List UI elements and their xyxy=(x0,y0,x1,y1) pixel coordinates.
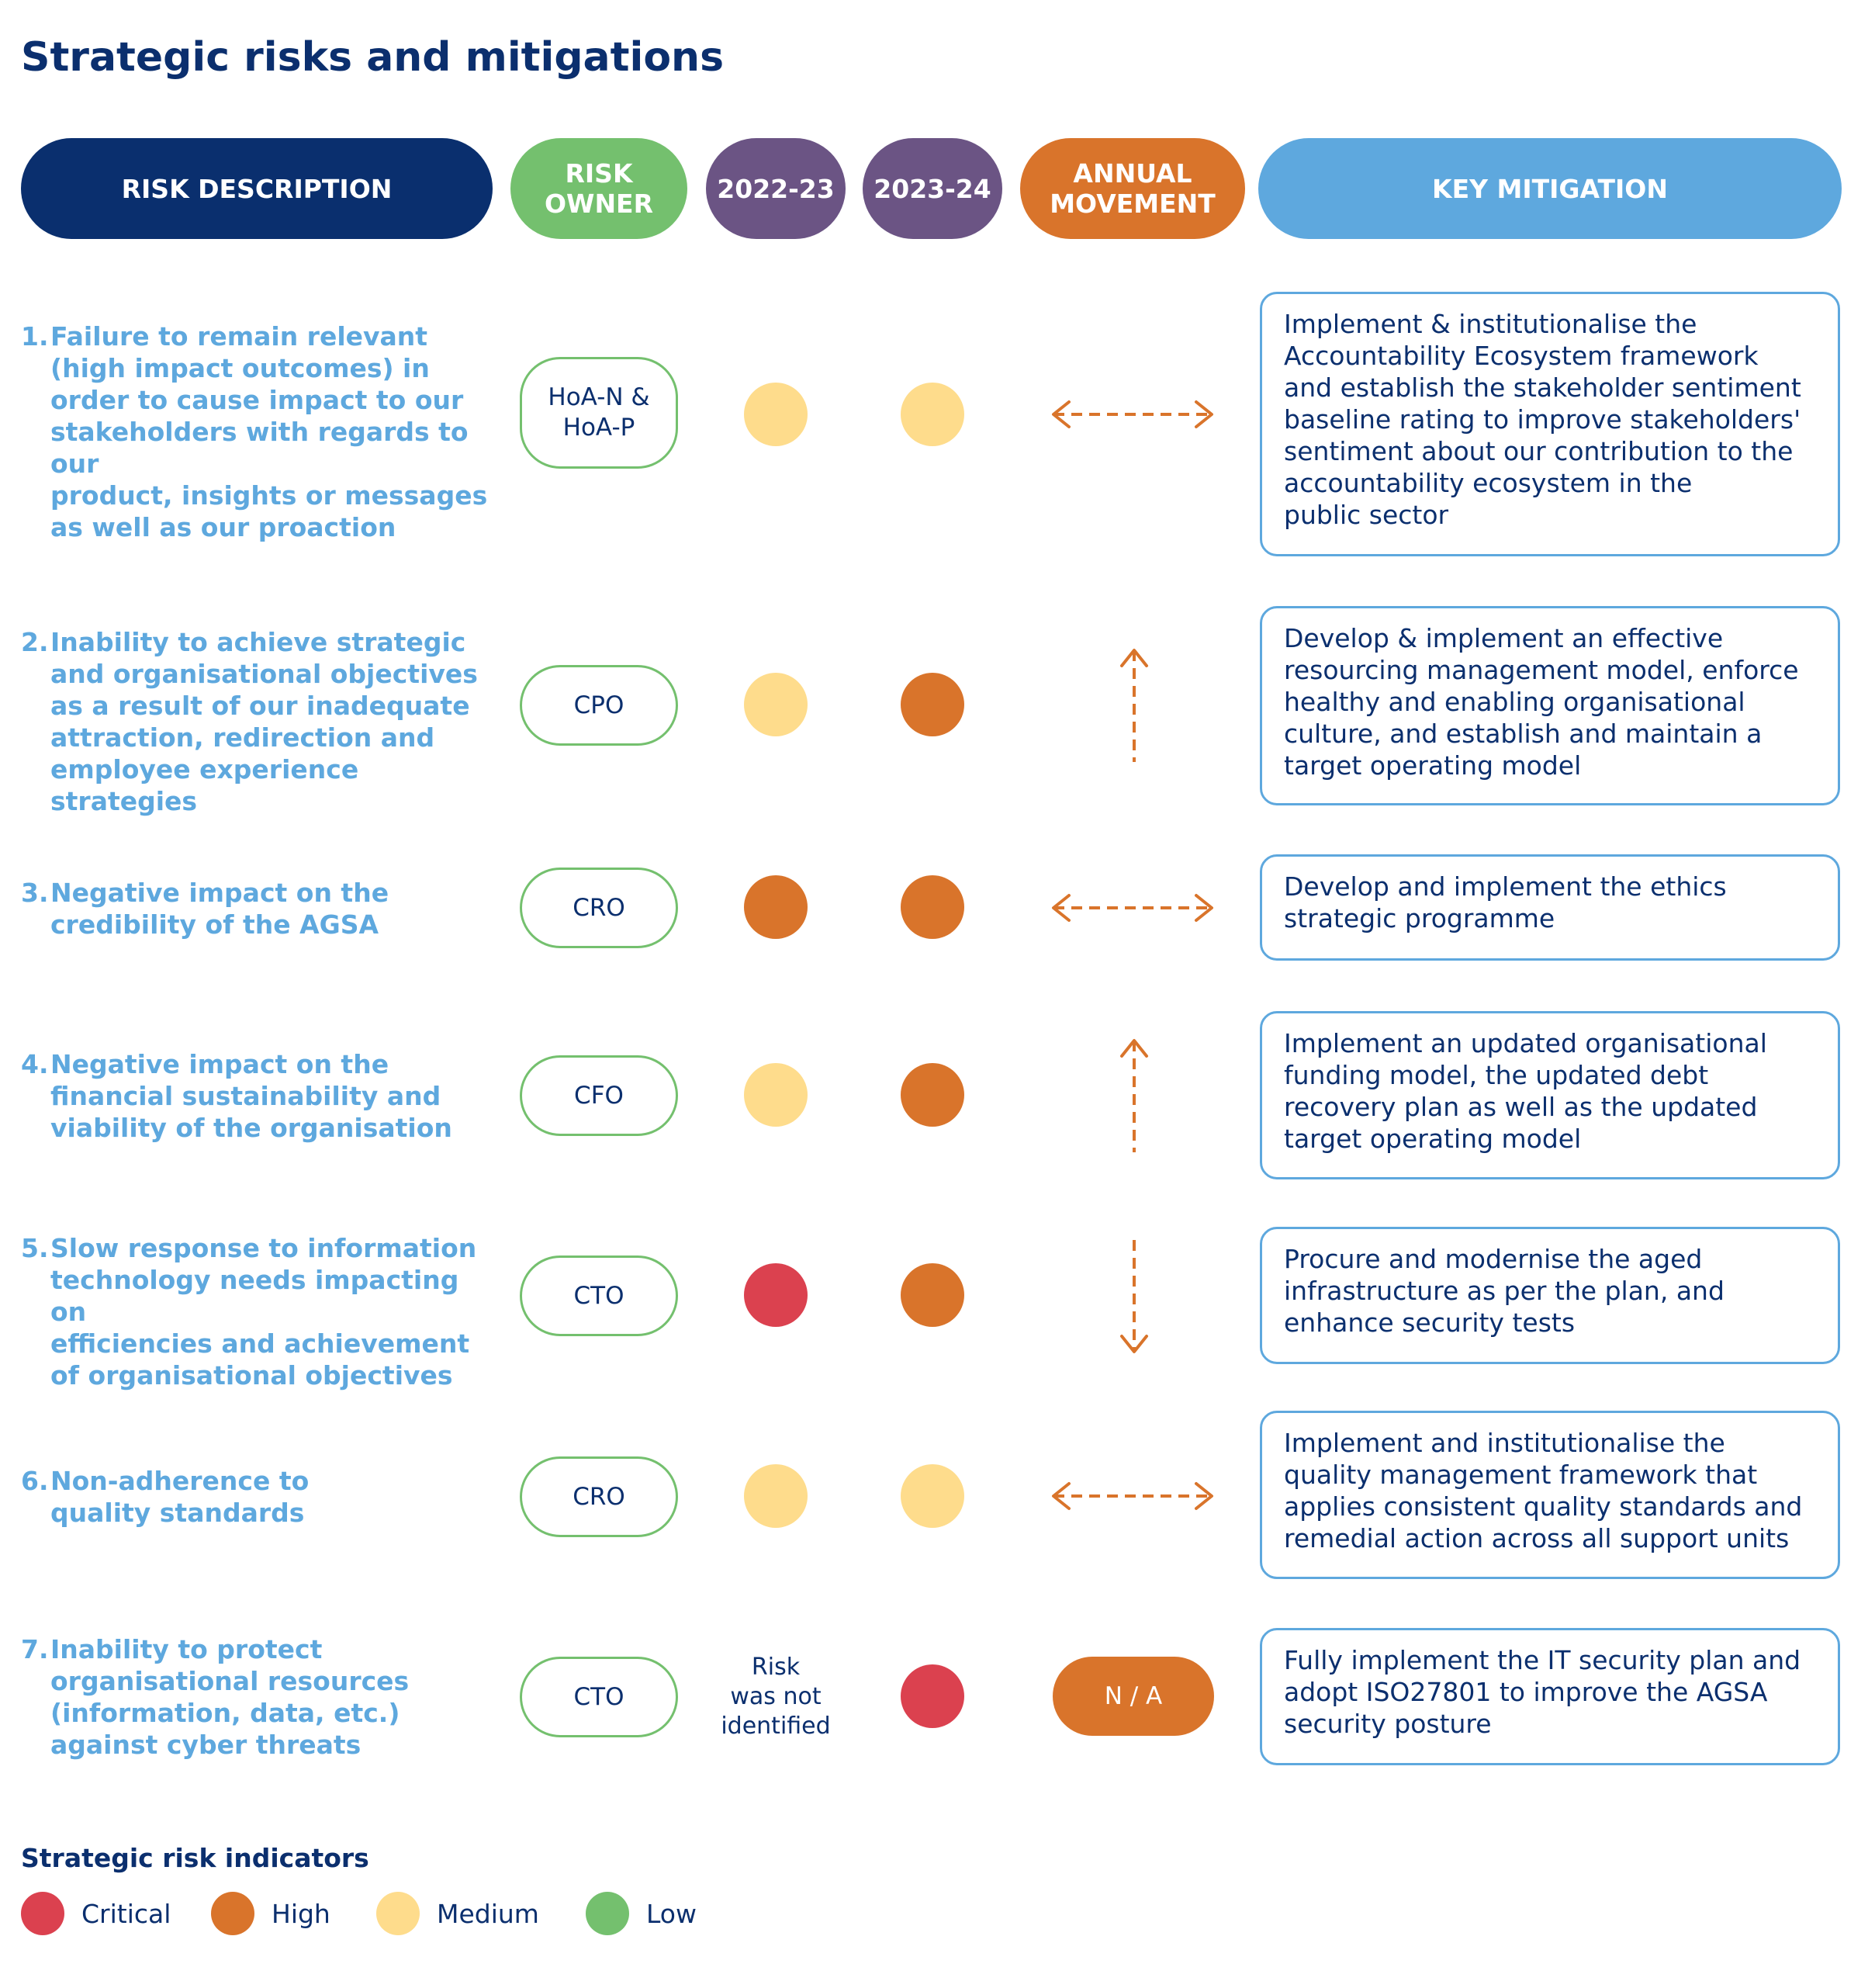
movement-unchanged-icon xyxy=(1052,894,1213,922)
rating-2023-24-dot xyxy=(901,875,964,939)
risk-text: Failure to remain relevant (high impact … xyxy=(50,321,488,542)
rating-2022-23-dot xyxy=(744,1464,808,1528)
risk-number: 1. xyxy=(21,321,49,352)
risk-owner-badge: CRO xyxy=(520,1456,678,1537)
page-title: Strategic risks and mitigations xyxy=(21,34,725,81)
rating-2023-24-dot xyxy=(901,1664,964,1728)
mitigation-box: Implement an updated organisational fund… xyxy=(1260,1011,1840,1179)
risk-not-identified-label: Risk was not identified xyxy=(721,1654,831,1740)
legend-label: High xyxy=(272,1898,330,1929)
legend-item-critical: Critical xyxy=(21,1892,171,1935)
header-year-2022-23: 2022-23 xyxy=(706,138,846,239)
risk-owner-badge: CFO xyxy=(520,1055,678,1136)
rating-2023-24-dot xyxy=(901,1063,964,1127)
rating-2022-23-dot xyxy=(744,875,808,939)
risk-number: 4. xyxy=(21,1049,49,1079)
risk-description: 5. Slow response to information technolo… xyxy=(21,1232,502,1391)
risk-description: 2. Inability to achieve strategic and or… xyxy=(21,626,502,817)
rating-2023-24-dot xyxy=(901,673,964,736)
risk-text: Negative impact on the credibility of th… xyxy=(50,878,389,940)
legend-high-dot xyxy=(211,1892,254,1935)
header-risk-owner: RISK OWNER xyxy=(510,138,687,239)
risk-description: 6. Non-adherence to quality standards xyxy=(21,1465,502,1529)
header-risk-description: RISK DESCRIPTION xyxy=(21,138,493,239)
header-key-mitigation: KEY MITIGATION xyxy=(1258,138,1842,239)
risk-owner-badge: CTO xyxy=(520,1657,678,1737)
legend-low-dot xyxy=(586,1892,629,1935)
mitigation-box: Develop and implement the ethics strateg… xyxy=(1260,854,1840,961)
risk-owner-badge: CRO xyxy=(520,868,678,948)
rating-2023-24-dot xyxy=(901,383,964,446)
mitigation-box: Implement & institutionalise the Account… xyxy=(1260,292,1840,556)
risk-text: Non-adherence to quality standards xyxy=(50,1466,310,1528)
mitigation-box: Develop & implement an effective resourc… xyxy=(1260,606,1840,805)
mitigation-box: Implement and institutionalise the quali… xyxy=(1260,1411,1840,1579)
risk-number: 2. xyxy=(21,627,49,657)
movement-unchanged-icon xyxy=(1052,1482,1213,1510)
risk-text: Inability to achieve strategic and organ… xyxy=(50,627,478,816)
risk-owner-badge: CPO xyxy=(520,665,678,746)
legend-title: Strategic risk indicators xyxy=(21,1843,369,1873)
risk-description: 3. Negative impact on the credibility of… xyxy=(21,877,502,940)
risk-description: 7. Inability to protect organisational r… xyxy=(21,1633,502,1761)
risk-description: 1. Failure to remain relevant (high impa… xyxy=(21,320,502,543)
rating-2022-23-dot xyxy=(744,673,808,736)
rating-2023-24-dot xyxy=(901,1464,964,1528)
header-year-2023-24: 2023-24 xyxy=(863,138,1002,239)
rating-2022-23-dot xyxy=(744,383,808,446)
risk-text: Slow response to information technology … xyxy=(50,1233,477,1391)
legend-item-high: High xyxy=(211,1892,330,1935)
movement-unchanged-icon xyxy=(1052,400,1213,428)
legend-label: Medium xyxy=(437,1898,539,1929)
legend-item-low: Low xyxy=(586,1892,697,1935)
risk-number: 5. xyxy=(21,1233,49,1263)
legend-medium-dot xyxy=(376,1892,420,1935)
header-annual-movement: ANNUAL MOVEMENT xyxy=(1020,138,1245,239)
rating-2022-23-dot xyxy=(744,1263,808,1327)
risk-text: Inability to protect organisational reso… xyxy=(50,1634,410,1760)
movement-na-badge: N / A xyxy=(1053,1657,1214,1736)
movement-up-icon xyxy=(1120,649,1148,762)
rating-2023-24-dot xyxy=(901,1263,964,1327)
legend-item-medium: Medium xyxy=(376,1892,539,1935)
risk-owner-badge: HoA-N & HoA-P xyxy=(520,357,678,469)
mitigation-box: Fully implement the IT security plan and… xyxy=(1260,1628,1840,1765)
legend-label: Low xyxy=(646,1898,697,1929)
risk-number: 6. xyxy=(21,1466,49,1496)
mitigation-box: Procure and modernise the aged infrastru… xyxy=(1260,1227,1840,1364)
legend-label: Critical xyxy=(81,1898,171,1929)
legend-critical-dot xyxy=(21,1892,64,1935)
movement-down-icon xyxy=(1120,1240,1148,1353)
risk-number: 3. xyxy=(21,878,49,908)
risk-number: 7. xyxy=(21,1634,49,1664)
rating-2022-23-dot xyxy=(744,1063,808,1127)
risk-description: 4. Negative impact on the financial sust… xyxy=(21,1048,502,1144)
movement-up-icon xyxy=(1120,1039,1148,1152)
risk-text: Negative impact on the financial sustain… xyxy=(50,1049,452,1143)
risk-owner-badge: CTO xyxy=(520,1255,678,1336)
